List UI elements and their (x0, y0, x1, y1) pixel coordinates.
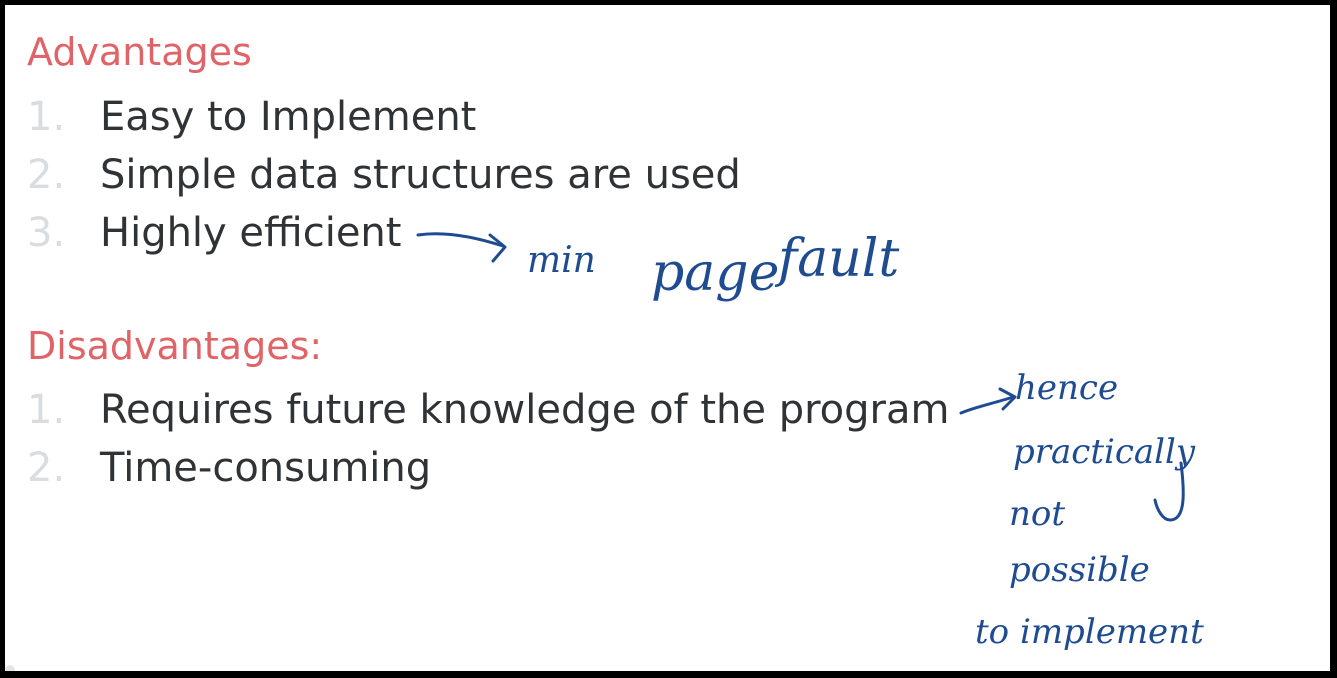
practically-underline-hook (1153, 461, 1185, 522)
arrow-to-hence (959, 395, 1015, 415)
disadvantage-item-2: 2. Time-consuming (27, 448, 431, 498)
note-fault: fault (778, 229, 900, 289)
advantage-item-2: 2. Simple data structures are used (27, 155, 741, 205)
note-practically: practically (1013, 432, 1196, 472)
item-text: Requires future knowledge of the program (100, 387, 950, 433)
item-text: Simple data structures are used (100, 152, 741, 198)
slide: Advantages 1. Easy to Implement 2. Simple … (5, 5, 1330, 671)
item-number: 2. (27, 445, 66, 491)
note-possible: possible (1009, 550, 1150, 590)
arrow-to-min-page-fault (416, 232, 505, 248)
advantage-item-1: 1. Easy to Implement (27, 97, 476, 147)
advantages-heading: Advantages (27, 30, 252, 74)
item-number: 1. (27, 387, 66, 433)
note-page: page (651, 243, 780, 303)
arrow-head-future (998, 387, 1017, 411)
note-hence: hence (1015, 368, 1119, 408)
item-number: 3. (27, 210, 66, 256)
item-number: 1. (27, 94, 66, 140)
arrow-head-efficient (488, 233, 507, 263)
corner-dot (5, 665, 15, 671)
disadvantage-item-1: 1. Requires future knowledge of the progr… (27, 390, 949, 440)
item-text: Easy to Implement (100, 94, 477, 140)
item-number: 2. (27, 152, 66, 198)
item-text: Time-consuming (100, 445, 432, 491)
handwritten-annotations (416, 232, 1185, 522)
note-not: not (1009, 494, 1066, 534)
disadvantages-heading: Disadvantages: (27, 324, 323, 368)
advantage-item-3: 3. Highly efficient (27, 213, 401, 263)
note-min: min (527, 240, 596, 281)
item-text: Highly efficient (100, 210, 402, 256)
note-to-implement: to implement (975, 612, 1204, 652)
